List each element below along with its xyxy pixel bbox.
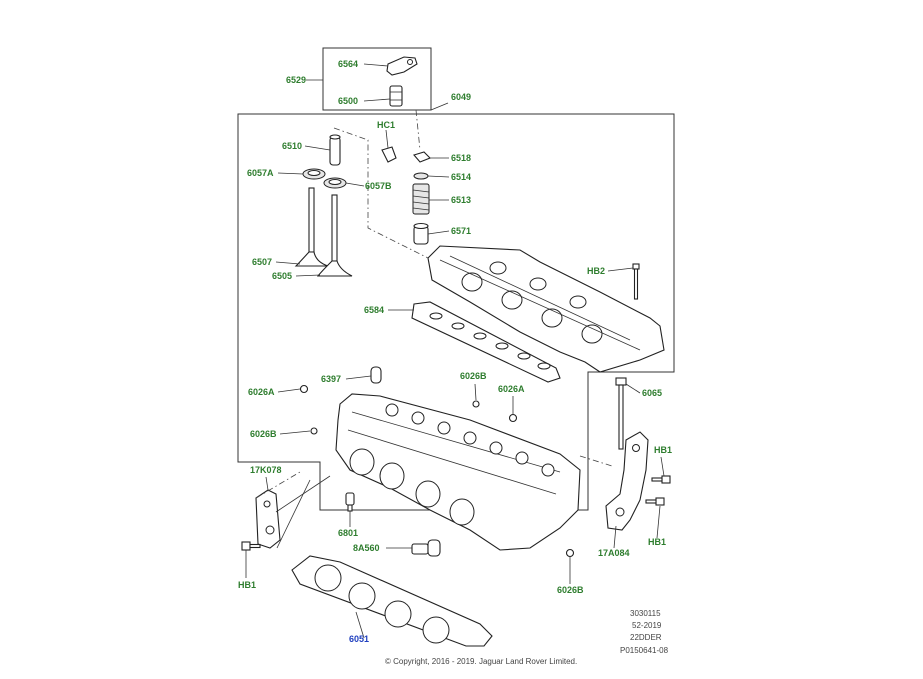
cylinder-head-part [335,393,581,551]
intake-valve-part [294,187,329,267]
hb1-left-bolt-part [241,541,261,551]
rocker-kit-frame [322,47,432,111]
ref-code-2: 52-2019 [632,621,662,630]
label-6026B-top: 6026B [460,371,487,381]
label-17A084: 17A084 [598,548,630,558]
dowel-6397-part [370,366,382,384]
label-6057A: 6057A [247,168,274,178]
head-bolt-6065-part [615,377,627,450]
label-6026B-left: 6026B [250,429,277,439]
ref-code-3: 22DDER [630,633,662,642]
label-6571: 6571 [451,226,471,236]
plug-6026B-bottom-part [565,548,575,558]
label-6026A-left: 6026A [248,387,275,397]
assembly-line-valve [333,127,429,259]
plug-6026B-left-part [310,427,318,435]
camshaft-carrier-part [427,245,665,373]
spring-seat-part [413,222,429,245]
ref-code-4: P0150641-08 [620,646,669,655]
label-6397: 6397 [321,374,341,384]
hb1-right-lower-bolt-part [645,497,665,506]
head-gasket-part [291,555,493,647]
label-6801: 6801 [338,528,358,538]
copyright-text: © Copyright, 2016 - 2019. Jaguar Land Ro… [385,657,577,666]
label-6500: 6500 [338,96,358,106]
label-6507: 6507 [252,257,272,267]
rocker-arm-part [386,56,418,76]
label-6529: 6529 [286,75,306,85]
label-6026B-bottom: 6026B [557,585,584,595]
label-6564: 6564 [338,59,358,69]
bracket-17K078-part [255,489,281,549]
assembly-line-bracket-left [255,471,301,499]
valve-spring-part [412,183,430,215]
label-6584: 6584 [364,305,384,315]
label-8A560: 8A560 [353,543,380,553]
plug-6026A-left-part [299,384,309,394]
bracket-17A084-part [605,431,649,531]
hc1-clip-part [381,146,397,163]
label-HB1-left: HB1 [238,580,256,590]
label-6049: 6049 [451,92,471,102]
label-6510: 6510 [282,141,302,151]
leader-lines [245,63,665,639]
cylinder-head-kit-frame [237,113,675,511]
lash-adjuster-part [389,85,403,107]
hb1-right-bolt-part [651,475,671,484]
label-6514: 6514 [451,172,471,182]
hb2-bolt-part [632,263,640,300]
label-6057B: 6057B [365,181,392,191]
exhaust-valve-part [316,194,353,277]
label-6505: 6505 [272,271,292,281]
label-6518: 6518 [451,153,471,163]
label-HB1-right: HB1 [654,445,672,455]
assembly-line-stack [415,109,421,151]
valve-collets-part [413,151,431,163]
label-6051: 6051 [349,634,369,644]
sensor-6801-part [345,492,355,512]
valve-guide-part [329,134,341,166]
carrier-gasket-part [411,301,561,383]
label-6065: 6065 [642,388,662,398]
label-HB2: HB2 [587,266,605,276]
label-6513: 6513 [451,195,471,205]
ref-code-1: 3030115 [630,609,661,618]
label-17K078: 17K078 [250,465,282,475]
label-6026A-mid: 6026A [498,384,525,394]
spring-retainer-part [413,172,429,180]
label-HB1-right2: HB1 [648,537,666,547]
assembly-line-bolt [579,455,613,467]
plug-6026A-mid-part [508,413,518,423]
plug-8A560-part [411,539,441,557]
label-HC1: HC1 [377,120,395,130]
plug-6026B-top-part [472,400,480,408]
